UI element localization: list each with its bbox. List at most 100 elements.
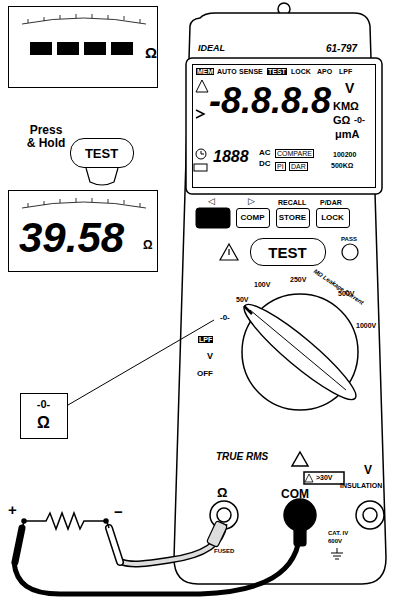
node-text: COMP — [237, 214, 268, 222]
input-jacks — [356, 501, 384, 529]
pass-led — [342, 244, 358, 260]
input-jacks — [210, 452, 384, 559]
dial-setting: LPF — [198, 336, 213, 343]
category-label: 600V — [328, 538, 342, 544]
node-text: APO — [317, 68, 332, 75]
feature-label: TRUE RMS — [216, 452, 268, 462]
warning-symbol — [228, 249, 229, 255]
node-text: LOCK — [317, 214, 348, 222]
brand-logo: IDEAL — [198, 44, 225, 53]
polarity-mark: − — [114, 504, 123, 519]
input-jacks — [331, 548, 343, 559]
jack-label: V — [364, 464, 372, 476]
dial-setting: 250V — [290, 276, 306, 283]
test-leads — [14, 521, 306, 594]
node-text: PI — [275, 162, 286, 171]
node-text: -0- — [354, 116, 365, 125]
display-icons — [196, 80, 208, 92]
node-text: LPF — [339, 68, 352, 75]
meter-body — [174, 3, 386, 584]
input-jacks — [292, 452, 308, 466]
node-text: Ω — [145, 45, 157, 60]
node-text: V — [345, 81, 354, 95]
arrow-button — [196, 208, 230, 228]
node-text: DC — [259, 160, 271, 168]
dial-arc-label: MΩ Leakage Current — [313, 268, 365, 306]
instruction-text: Press & Hold — [24, 124, 68, 149]
node-text: MEM — [196, 68, 214, 75]
fuse-label: FUSED — [214, 548, 234, 554]
node-text: Ω — [143, 239, 153, 251]
comp-button: COMP — [236, 208, 270, 228]
inset-scale — [22, 14, 146, 208]
resistor-symbol — [24, 513, 106, 529]
category-label: CAT. IV — [328, 530, 348, 536]
lock-button: LOCK — [316, 208, 350, 228]
arrow-mark: ▷ — [248, 197, 255, 206]
dial-setting: OFF — [197, 370, 213, 378]
arrow-button — [196, 208, 230, 228]
node-text: STORE — [277, 214, 308, 222]
node-text: KMΩ — [333, 101, 359, 112]
inset-scale — [28, 14, 140, 23]
lcd-display: MEMAUTOSENSETESTLOCKAPOLPF-8.8.8.8VKMΩGΩ… — [192, 64, 376, 188]
model-number: 61-797 — [326, 44, 357, 54]
node-text: GΩ — [333, 115, 350, 126]
warning-label: >30V — [316, 474, 333, 481]
dash-blocks — [111, 42, 133, 55]
pass-led — [342, 244, 358, 260]
rotary-switch — [236, 294, 364, 410]
test-button: TEST — [70, 138, 134, 168]
dash-blocks — [57, 42, 79, 55]
test-leads — [22, 522, 24, 528]
meter-body — [186, 58, 382, 194]
led-label: PASS — [341, 236, 357, 242]
polarity-mark: + — [8, 502, 17, 517]
dial-setting: 1000V — [356, 322, 376, 329]
input-jacks — [363, 508, 377, 522]
dash-blocks — [84, 42, 106, 55]
node-text: COMPARE — [275, 149, 314, 158]
inset-scale — [22, 202, 146, 208]
node-text: μmA — [335, 129, 359, 140]
display-inset: 39.58Ω — [8, 190, 158, 272]
input-jacks — [304, 472, 344, 484]
test-leads — [15, 528, 22, 562]
node-text: TEST — [71, 147, 132, 160]
callout-box: -0-Ω — [20, 393, 68, 439]
dial-setting: 50V — [236, 296, 248, 303]
input-jacks — [217, 508, 231, 522]
dial-setting: V — [207, 352, 213, 361]
node-text: TEST — [251, 245, 324, 260]
node-text: -8.8.8.8 — [209, 83, 331, 119]
pressing-finger — [86, 168, 118, 185]
dial-setting: 100V — [254, 281, 270, 288]
node-text: 500KΩ — [331, 162, 353, 169]
warning-symbol — [220, 244, 238, 260]
resistor-symbol — [22, 513, 108, 529]
node-text: AUTO — [217, 68, 237, 75]
jack-label: COM — [281, 488, 309, 500]
node-text: Ω — [21, 415, 66, 431]
test-leads — [206, 521, 227, 548]
dash-blocks — [30, 42, 52, 55]
button-label: RECALL — [278, 199, 306, 206]
test-leads — [107, 522, 109, 528]
display-icons — [201, 151, 204, 154]
jack-label: Ω — [217, 486, 227, 499]
meter-body — [174, 13, 386, 584]
display-icons — [194, 164, 207, 171]
rotary-switch — [244, 306, 252, 314]
test-button: TEST — [250, 238, 326, 266]
display-icons — [196, 110, 204, 118]
inset-scale — [22, 18, 146, 24]
node-text: 39.58 — [19, 217, 124, 259]
leader-line — [68, 320, 214, 405]
rotary-switch — [250, 310, 346, 390]
node-text: AC — [259, 149, 271, 157]
leader-line — [68, 320, 214, 405]
dash-blocks — [30, 42, 133, 55]
inset-scale — [28, 198, 140, 207]
